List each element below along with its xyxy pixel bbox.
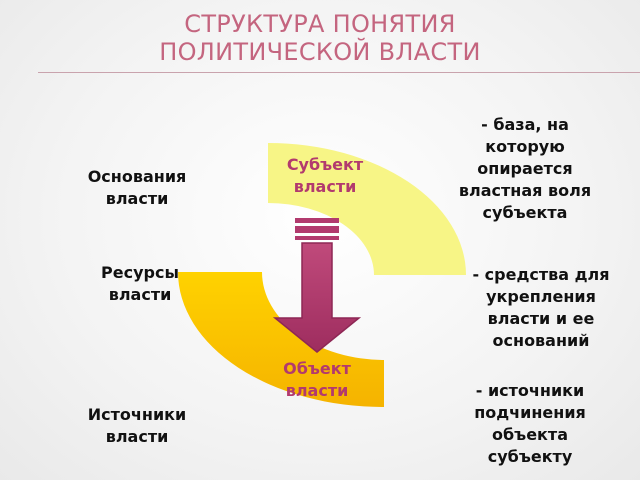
subject-arc — [268, 143, 466, 275]
object-arc — [178, 272, 384, 408]
title-divider — [38, 72, 640, 73]
subject-node-label: Субъект власти — [286, 155, 364, 196]
label-grounds: Основания власти — [87, 167, 187, 208]
slide-title: СТРУКТУРА ПОНЯТИЯ ПОЛИТИЧЕСКОЙ ВЛАСТИ — [0, 10, 640, 66]
label-sources: Источники власти — [87, 405, 187, 446]
title-line-2: ПОЛИТИЧЕСКОЙ ВЛАСТИ — [159, 38, 481, 66]
label-resources: Ресурсы власти — [101, 263, 179, 304]
title-line-1: СТРУКТУРА ПОНЯТИЯ — [184, 10, 456, 38]
object-node-label: Объект власти — [283, 359, 351, 400]
desc-resources: - средства для укрепления власти и ее ос… — [472, 265, 610, 350]
desc-grounds: - база, на которую опирается властная во… — [458, 115, 592, 222]
influence-arrow — [272, 218, 362, 353]
desc-sources: - источники подчинения объекта субъекту — [474, 381, 586, 466]
